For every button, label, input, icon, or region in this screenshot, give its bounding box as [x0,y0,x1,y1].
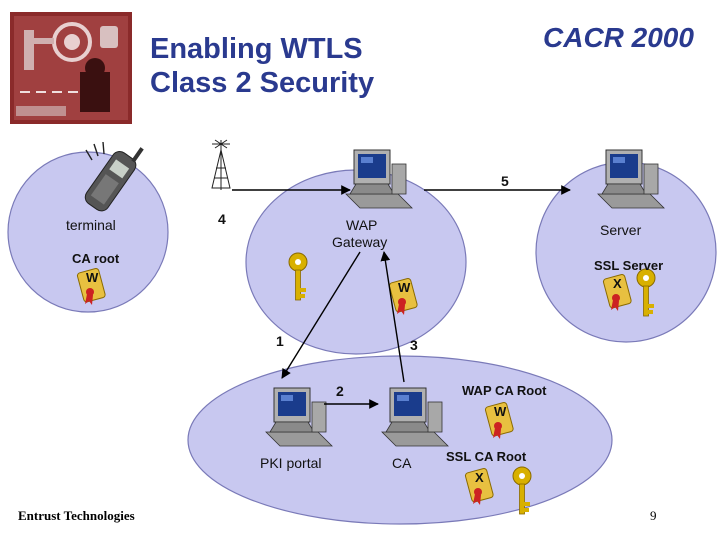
ssl-ca-root-certificate-label: X [475,470,484,485]
signal-icon [85,141,105,161]
wap-ca-root-certificate-label: W [494,404,507,419]
ssl-server-certificate-icon: X [602,273,633,312]
conference-label: CACR 2000 [543,22,694,53]
ca-root-label: CA root [72,251,120,266]
mobile-phone-icon [84,147,144,212]
ssl-server-certificate-label: X [613,276,622,291]
gateway-certificate-label: W [398,280,411,295]
ca-root-certificate-icon: W [76,267,107,306]
arrow-step-1 [281,251,361,379]
ca-root-certificate-label: W [86,270,99,285]
terminal-label: terminal [66,217,116,233]
server-label: Server [600,222,642,238]
step-number-4: 4 [218,211,226,227]
slide-title-line1: Enabling WTLS [150,33,363,65]
arrow-step-3 [380,251,405,383]
slide-title-line2: Class 2 Security [150,67,375,99]
ca-label: CA [392,455,412,471]
logo-image [10,12,132,124]
company-footer: Entrust Technologies [18,508,135,523]
antenna-icon [211,139,231,190]
page-number: 9 [650,508,657,523]
gateway-certificate-icon: W [388,277,419,316]
wap-ca-root-label: WAP CA Root [462,383,547,398]
ssl-server-label: SSL Server [594,258,663,273]
pki-portal-label: PKI portal [260,455,321,471]
step-number-2: 2 [336,383,344,399]
ssl-ca-root-certificate-icon: X [464,467,495,506]
wap-gateway-computer-icon [345,149,413,209]
wap-gateway-label-line1: WAP [346,217,377,233]
server-computer-icon [597,149,665,209]
step-number-1: 1 [276,333,284,349]
wap-ca-root-certificate-icon: W [484,401,515,440]
step-number-5: 5 [501,173,509,189]
ssl-ca-root-label: SSL CA Root [446,449,527,464]
slide-title: Enabling WTLS Class 2 Security [150,32,374,100]
step-number-3: 3 [410,337,418,353]
wap-gateway-label-line2: Gateway [332,234,387,250]
